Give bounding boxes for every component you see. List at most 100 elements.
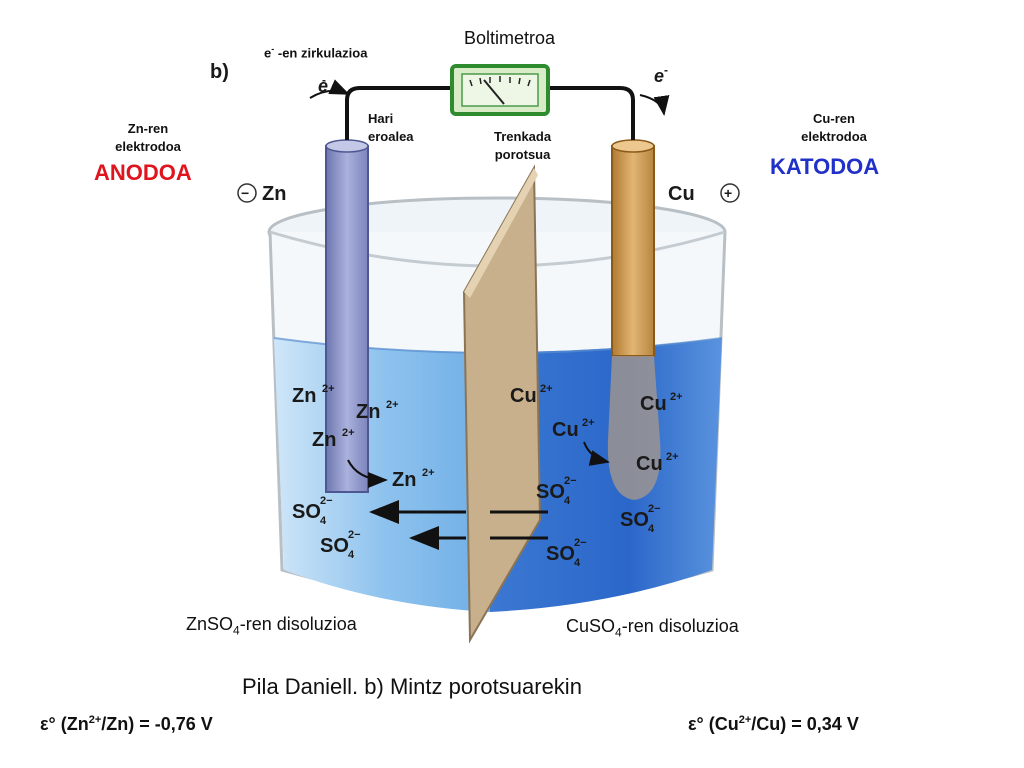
cathode-symbol: Cu [668,183,695,205]
electron-flow-symbol: e [264,45,272,61]
porous-label-line2: porotsua [494,147,551,162]
svg-text:Zn: Zn [392,469,416,491]
svg-text:Zn: Zn [312,429,336,451]
svg-text:2−: 2− [320,495,333,507]
svg-text:2−: 2− [648,503,661,515]
svg-text:Cu: Cu [510,385,537,407]
cuso4-label-text: -ren disoluzioa [621,616,739,636]
wire-left [345,86,452,140]
cu-standard-potential: ε° (Cu2+/Cu) = 0,34 V [688,714,859,735]
zn-migration-arrow [347,459,388,488]
svg-text:Cu: Cu [636,453,663,475]
svg-text:2+: 2+ [670,391,683,403]
svg-text:4: 4 [348,549,355,561]
svg-text:4: 4 [648,523,655,535]
zn-electrode [325,145,369,493]
anode-sign: − [241,185,249,201]
znso4-label-subscript: 4 [233,623,240,638]
cuso4-solution-label: CuSO4-ren disoluzioa [566,616,739,640]
zn-ion: Zn 2+ [356,399,399,423]
svg-text:2+: 2+ [666,451,679,463]
porous-barrier-label: Trenkada porotsua [494,128,551,164]
voltmeter-title: Boltimetroa [464,28,556,48]
cu-potential-prefix: ε° (Cu [688,714,739,734]
zn-potential-value: /Zn) = -0,76 V [101,714,213,734]
zn-potential-prefix: ε° (Zn [40,714,89,734]
figure-caption: Pila Daniell. b) Mintz porotsuarekin [242,674,582,699]
svg-text:2−: 2− [348,529,361,541]
svg-text:2+: 2+ [582,417,595,429]
panel-letter: b) [210,61,229,83]
electron-arrow-right [639,94,670,116]
electron-arrow-left [309,79,350,99]
cuso4-label-subscript: 4 [615,625,622,640]
cathode-label-line2: elektrodoa [801,129,867,144]
svg-text:2−: 2− [564,475,577,487]
cu-potential-charge: 2+ [738,714,752,726]
electron-charge-right: - [664,63,668,77]
wire-right [547,86,635,140]
znso4-label-text: -ren disoluzioa [239,614,357,634]
svg-text:4: 4 [574,557,581,569]
svg-text:4: 4 [564,495,571,507]
cu-potential-value: /Cu) = 0,34 V [751,714,859,734]
svg-text:Cu: Cu [640,393,667,415]
zn-ion: Zn 2+ [392,467,435,491]
anode-name: ANODOA [94,160,192,185]
zn-potential-charge: 2+ [88,714,102,726]
cathode-label: Cu-ren elektrodoa [790,110,878,146]
cathode-label-line1: Cu-ren [813,111,855,126]
voltmeter [450,64,550,116]
electron-symbol-right: e [654,66,664,86]
anode-symbol: Zn [262,183,286,205]
anode-label: Zn-ren elektrodoa [108,120,188,156]
svg-text:4: 4 [320,515,327,527]
porous-barrier [462,164,542,644]
cu-electrode [611,145,655,357]
cu-migration-arrow [583,441,610,466]
cuso4-solution [490,338,722,612]
zn-symbol-group: − Zn [237,183,286,205]
electron-flow-label: e- -en zirkulazioa [264,40,367,62]
electron-charge-left: - [322,73,326,87]
electron-symbol-left: e [318,76,328,96]
cu-symbol-group: Cu + [668,183,740,205]
svg-text:2−: 2− [574,537,587,549]
electron-flow-charge: - [271,44,275,54]
wire-label-line1: Hari [368,111,394,126]
svg-text:2+: 2+ [342,427,355,439]
cathode-sign: + [724,185,732,201]
porous-label-line1: Trenkada [494,129,552,144]
svg-text:2+: 2+ [540,383,553,395]
zn-standard-potential: ε° (Zn2+/Zn) = -0,76 V [40,714,213,735]
svg-text:Zn: Zn [292,385,316,407]
zn-ion: Zn 2+ [312,427,355,451]
svg-text:2+: 2+ [322,383,335,395]
voltmeter-needle [483,79,505,105]
svg-text:Zn: Zn [356,401,380,423]
svg-text:SO: SO [320,535,349,557]
zn-ion: Zn 2+ [292,383,335,407]
svg-text:Cu: Cu [552,419,579,441]
anode-label-line2: elektrodoa [115,139,181,154]
svg-text:SO: SO [536,481,565,503]
svg-text:SO: SO [620,509,649,531]
znso4-solution [274,338,490,612]
cathode-name: KATODOA [770,154,880,179]
wire-label: Hari eroalea [368,110,414,146]
svg-text:2+: 2+ [386,399,399,411]
znso4-label-formula: ZnSO [186,614,234,634]
electron-flow-text: -en zirkulazioa [277,45,368,61]
cuso4-label-formula: CuSO [566,616,616,636]
anode-label-line1: Zn-ren [127,121,169,136]
svg-text:2+: 2+ [422,467,435,479]
svg-text:SO: SO [546,543,575,565]
